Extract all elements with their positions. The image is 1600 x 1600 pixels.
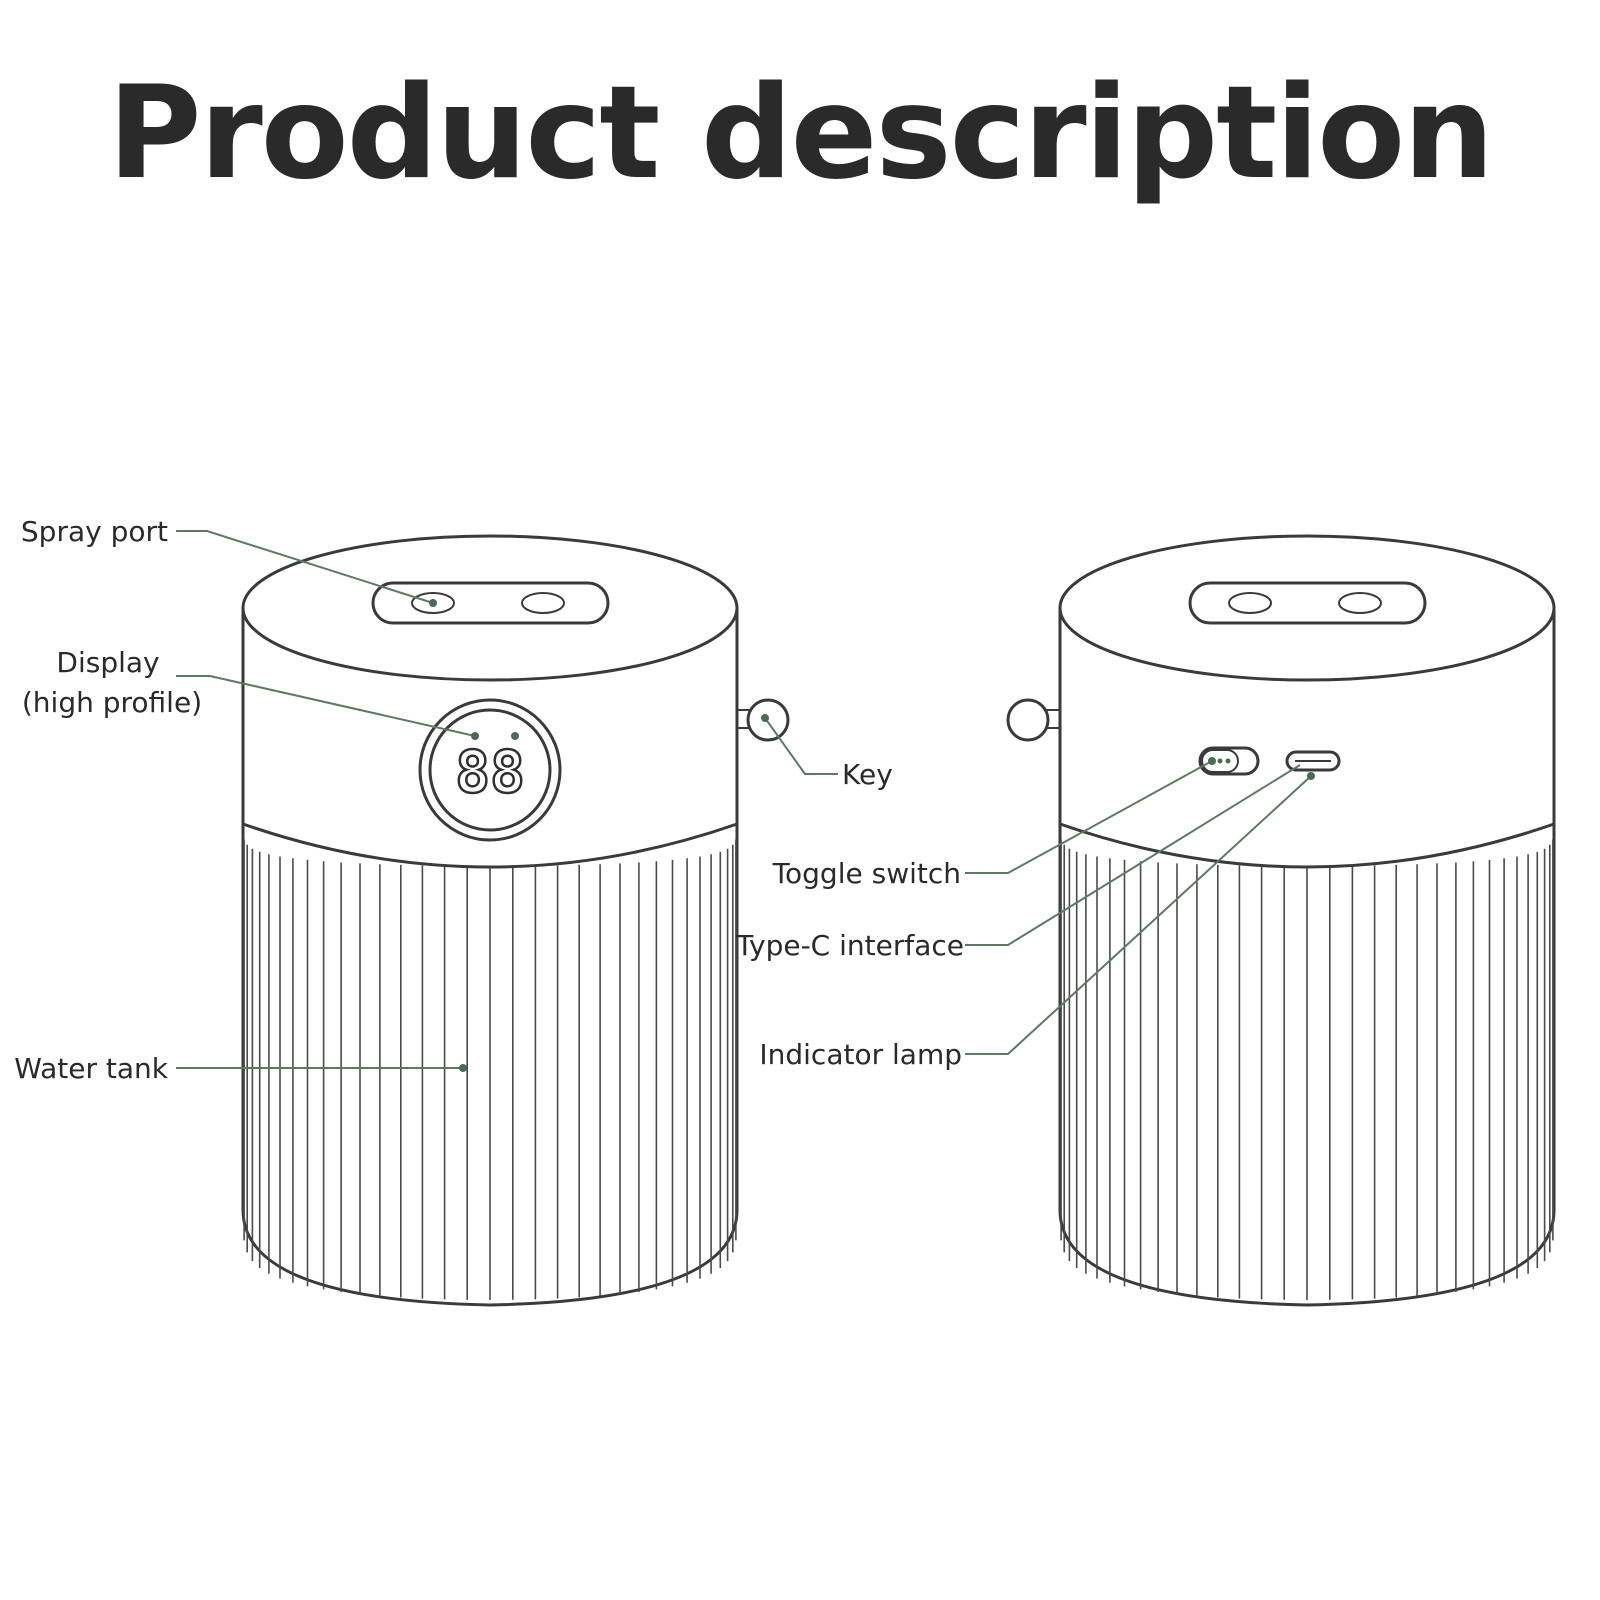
device-front-view: 88: [241, 534, 790, 1307]
device-back-view: [1006, 534, 1556, 1307]
leader-type-c: [965, 764, 1301, 946]
leader-dot-toggle-switch: [1208, 757, 1216, 765]
label-water-tank: Water tank: [14, 1052, 169, 1085]
water-tank-ribs-back: [1060, 839, 1554, 1300]
spray-port-right: [521, 592, 565, 614]
page-title: Product description: [107, 59, 1495, 208]
display-digits: 88: [455, 738, 525, 806]
leader-toggle-switch: [965, 760, 1213, 874]
spray-port-right-back: [1338, 592, 1382, 614]
label-indicator-lamp: Indicator lamp: [759, 1038, 962, 1071]
display-indicator-icon: [511, 732, 519, 740]
leader-spray-port: [176, 530, 434, 604]
labels: Spray port Display (high profile) Water …: [14, 515, 964, 1085]
toggle-dot-3: [1225, 758, 1231, 764]
label-toggle-switch: Toggle switch: [772, 857, 961, 890]
toggle-dot-2: [1217, 758, 1223, 764]
key-button-back: [1006, 698, 1050, 742]
leader-lines: [176, 530, 1315, 1072]
spray-port-left-back: [1228, 592, 1272, 614]
upper-housing-back: [1058, 606, 1556, 869]
label-type-c-interface: Type-C interface: [735, 929, 964, 962]
leader-indicator-lamp: [965, 775, 1312, 1055]
leader-dot-display: [471, 732, 479, 740]
spray-plate: [371, 581, 610, 625]
toggle-switch-knob: [1201, 749, 1239, 773]
label-display-line1: Display: [56, 646, 159, 679]
label-key: Key: [842, 758, 893, 791]
leader-dot-indicator-lamp: [1307, 772, 1315, 780]
spray-port-left: [411, 592, 455, 614]
label-spray-port: Spray port: [21, 515, 168, 548]
spray-plate-back: [1188, 581, 1427, 625]
leader-dot-spray-port: [429, 599, 437, 607]
leader-key: [764, 717, 838, 775]
display-face: [428, 708, 552, 832]
leader-dot-key: [761, 714, 769, 722]
leader-dot-water-tank: [459, 1064, 467, 1072]
label-display-line2: (high profile): [22, 686, 202, 719]
leader-display: [176, 675, 476, 737]
